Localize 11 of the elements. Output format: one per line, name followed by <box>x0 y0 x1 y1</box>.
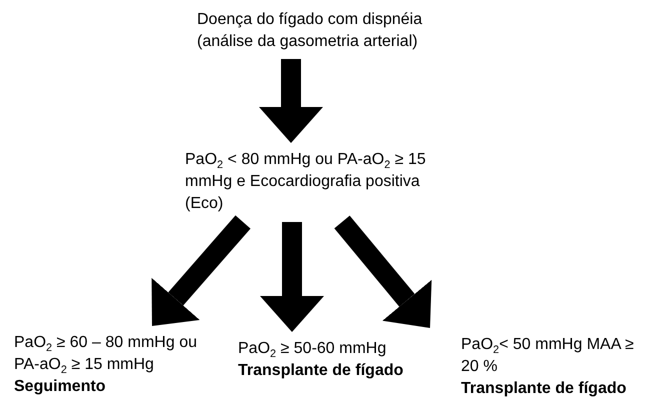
outcome-text: Transplante de fígado <box>238 361 404 381</box>
outcome-text: Seguimento <box>14 377 107 397</box>
block-arrow <box>334 216 432 328</box>
block-arrow <box>152 215 251 326</box>
outcome-text: Transplante de fígado <box>461 379 628 399</box>
condition-text: PaO$_{2}$ ≥ 50-60 mmHg <box>238 339 388 360</box>
condition-text: PaO$_{2}$ ≥ 60 – 80 mmHg ou PA-aO$_{2}$ ≥ 15 mmHg <box>14 333 198 376</box>
condition-text: Doença do fígado com dispnéia (análise da gasometria arterial) <box>197 10 424 52</box>
block-arrow <box>260 222 324 332</box>
condition-text: PaO$_{2}$ < 80 mmHg ou PA-aO$_{2}$ ≥ 15 mmHg e Ecocardiografia positiva (Eco) <box>185 150 427 214</box>
block-arrow <box>259 59 323 143</box>
